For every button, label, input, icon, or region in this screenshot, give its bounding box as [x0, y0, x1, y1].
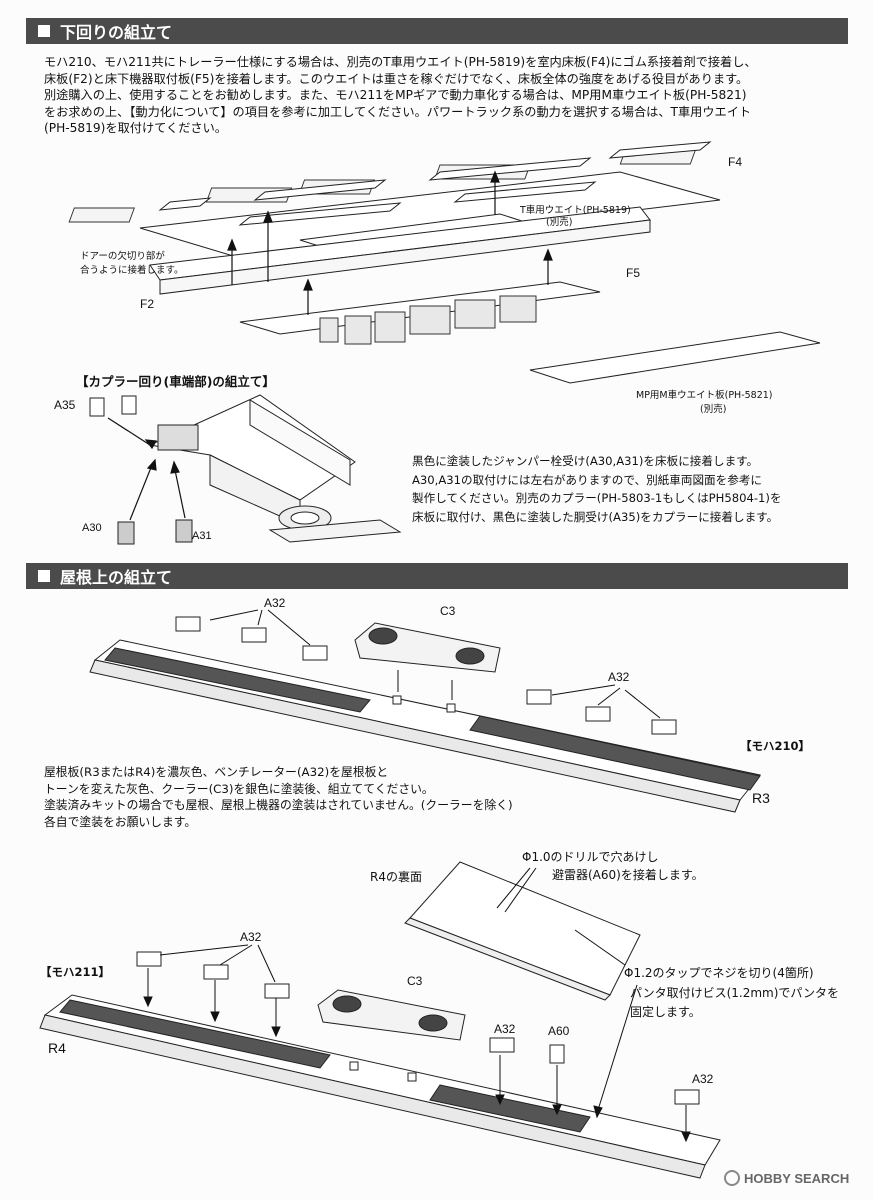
- watermark: HOBBY SEARCH: [724, 1170, 849, 1186]
- label-t-weight-sub: (別売): [546, 217, 573, 228]
- paragraph-line: A30,A31の取付けには左右がありますので、別紙車両図面を参考に: [412, 472, 763, 487]
- label-a32-left: A32: [240, 930, 262, 944]
- floor-f4-outline: [139, 171, 721, 259]
- label-a60: A60: [548, 1024, 570, 1038]
- label-tap-2: パンタ取付けビス(1.2mm)でパンタを: [630, 986, 840, 1000]
- label-drill-2: 避雷器(A60)を接着します。: [552, 868, 704, 882]
- label-a31: A31: [192, 530, 212, 542]
- label-f4: F4: [728, 155, 743, 169]
- label-a32-right: A32: [608, 670, 630, 684]
- paragraph-line: 屋根板(R3またはR4)を濃灰色、ベンチレーター(A32)を屋根板と: [44, 765, 389, 779]
- paragraph-line: 各自で塗装をお願いします。: [44, 814, 197, 829]
- paragraph-line: 製作してください。別売のカプラー(PH-5803-1もしくはPH5804-1)を: [412, 491, 782, 506]
- coupler-heading: 【カプラー回り(車端部)の組立て】: [76, 374, 275, 389]
- paragraph-line: 別途購入の上、使用することをお勧めします。また、モハ211をMPギアで動力車化す…: [44, 88, 747, 103]
- label-tap-3: 固定します。: [630, 1005, 701, 1019]
- paragraph-line: モハ210、モハ211共にトレーラー仕様にする場合は、別売のT車用ウエイト(PH…: [44, 55, 757, 69]
- label-a32-end: A32: [692, 1072, 714, 1086]
- paragraph-line: 黒色に塗装したジャンパー栓受け(A30,A31)を床板に接着します。: [412, 454, 759, 468]
- roof-instructions: 屋根板(R3またはR4)を濃灰色、ベンチレーター(A32)を屋根板と トーンを変…: [44, 764, 513, 830]
- label-f2: F2: [140, 297, 155, 311]
- paragraph-line: (PH-5819)を取付けてください。: [44, 121, 227, 136]
- label-door-note-2: 合うように接着します。: [80, 265, 184, 276]
- label-c3-bottom: C3: [407, 974, 423, 988]
- label-drill-1: Φ1.0のドリルで穴あけし: [522, 850, 659, 864]
- paragraph-line: をお求めの上、【動力化について】の項目を参考に加工してください。パワートラック系…: [44, 104, 752, 119]
- label-mp-weight-sub: (別売): [700, 404, 727, 415]
- label-a30: A30: [82, 522, 102, 534]
- label-r4-back: R4の裏面: [370, 870, 422, 884]
- square-bullet-icon: [38, 25, 50, 37]
- coupler-instructions: 黒色に塗装したジャンパー栓受け(A30,A31)を床板に接着します。 A30,A…: [412, 452, 782, 526]
- section-title: 下回りの組立て: [60, 23, 173, 42]
- label-a32-top: A32: [264, 596, 286, 610]
- label-c3-top: C3: [440, 604, 456, 618]
- label-door-note-1: ドアーの欠切り部が: [80, 251, 165, 262]
- underframe-instructions: モハ210、モハ211共にトレーラー仕様にする場合は、別売のT車用ウエイト(PH…: [44, 54, 757, 137]
- hobby-search-logo-icon: [724, 1170, 740, 1186]
- label-mp-weight: MP用M車ウエイト板(PH-5821): [636, 390, 773, 401]
- label-tap-1: Φ1.2のタップでネジを切り(4箇所): [624, 966, 814, 980]
- label-f5: F5: [626, 266, 641, 280]
- label-moha211: 【モハ211】: [40, 965, 111, 979]
- label-t-weight: T車用ウエイト(PH-5819): [520, 205, 631, 216]
- label-r4: R4: [48, 1040, 66, 1056]
- paragraph-line: 床板に取付け、黒色に塗装した胴受け(A35)をカプラーに接着します。: [412, 509, 779, 524]
- watermark-text: HOBBY SEARCH: [744, 1170, 850, 1186]
- section-header-roof: 屋根上の組立て: [26, 563, 848, 589]
- square-bullet-icon: [38, 570, 50, 582]
- paragraph-line: 床板(F2)と床下機器取付板(F5)を接着します。このウエイトは重さを稼ぐだけで…: [44, 71, 749, 86]
- label-r3: R3: [752, 790, 770, 806]
- section-header-underframe: 下回りの組立て: [26, 18, 848, 44]
- label-moha210: 【モハ210】: [740, 739, 811, 753]
- label-a35: A35: [54, 398, 76, 412]
- paragraph-line: トーンを変えた灰色、クーラー(C3)を銀色に塗装後、組立ててください。: [44, 781, 434, 796]
- paragraph-line: 塗装済みキットの場合でも屋根、屋根上機器の塗装はされていません。(クーラーを除く…: [44, 798, 513, 813]
- section-title: 屋根上の組立て: [60, 568, 173, 587]
- label-a32-mid: A32: [494, 1022, 516, 1036]
